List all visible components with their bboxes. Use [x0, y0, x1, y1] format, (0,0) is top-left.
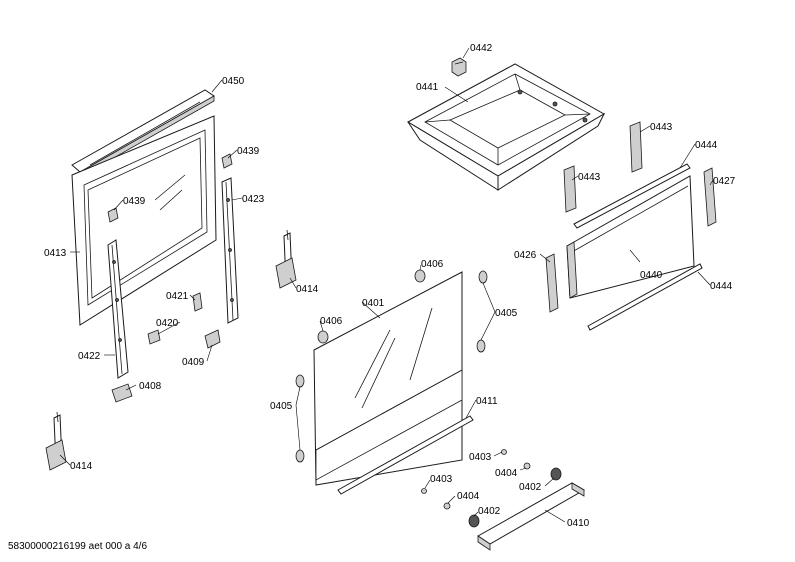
part-0405-spacer-r1[interactable]	[478, 270, 488, 284]
label-0410: 0410	[567, 518, 590, 529]
label-0409: 0409	[182, 357, 205, 368]
label-0450: 0450	[222, 76, 245, 87]
label-0427: 0427	[713, 176, 736, 187]
part-labels: 0442 0441 0450 0439 0439 0423 0413 0443 …	[44, 43, 736, 529]
label-0439-right: 0439	[237, 146, 260, 157]
part-0439-clip-right[interactable]	[221, 153, 233, 169]
label-0411: 0411	[476, 396, 498, 407]
label-0441: 0441	[416, 82, 439, 93]
part-0405-spacer-l1[interactable]	[295, 374, 305, 388]
part-0444-rod-upper[interactable]	[573, 163, 691, 229]
part-0422-left-rail[interactable]	[107, 239, 129, 379]
label-0401: 0401	[362, 298, 385, 309]
part-0442-clip[interactable]	[451, 57, 467, 77]
part-0401-door-glass[interactable]	[313, 271, 463, 486]
label-0402-lower: 0402	[478, 506, 501, 517]
part-0405-spacer-r2[interactable]	[476, 339, 486, 353]
label-0406-top: 0406	[421, 259, 444, 270]
part-0409-bracket[interactable]	[204, 329, 221, 349]
part-0420-bracket[interactable]	[147, 329, 161, 345]
part-0402-knob-upper[interactable]	[550, 467, 562, 481]
label-0421: 0421	[166, 291, 189, 302]
label-0439-inner: 0439	[123, 196, 146, 207]
label-0414-upper: 0414	[296, 284, 319, 295]
label-0420: 0420	[156, 318, 179, 329]
part-0421-bracket[interactable]	[192, 292, 203, 312]
label-0404-lower: 0404	[457, 491, 480, 502]
label-0414-lower: 0414	[70, 461, 93, 472]
label-0404-upper: 0404	[495, 468, 518, 479]
label-0402-upper: 0402	[519, 482, 542, 493]
part-0423-right-rail[interactable]	[221, 177, 239, 324]
label-0440: 0440	[640, 270, 663, 281]
part-0443-runner-lower[interactable]	[563, 165, 577, 213]
part-0404-washer-lower[interactable]	[443, 502, 451, 510]
part-0403-screw-lower[interactable]	[421, 488, 427, 494]
part-0406-bumper-left[interactable]	[317, 330, 329, 344]
label-0423: 0423	[242, 194, 265, 205]
part-0439-clip-inner[interactable]	[107, 207, 119, 223]
part-0414-hinge-upper[interactable]	[275, 229, 297, 289]
part-0402-knob-lower[interactable]	[468, 514, 480, 528]
label-0405-left: 0405	[270, 401, 293, 412]
part-0406-bumper-top[interactable]	[414, 269, 426, 283]
part-0441-tray[interactable]	[406, 63, 606, 191]
label-0408: 0408	[139, 381, 162, 392]
label-0405-right: 0405	[495, 308, 518, 319]
label-0406-left: 0406	[320, 316, 343, 327]
part-0426-end-cap[interactable]	[545, 253, 559, 313]
label-0422: 0422	[78, 351, 101, 362]
label-0413: 0413	[44, 248, 67, 259]
part-0408-bracket[interactable]	[111, 383, 133, 403]
part-0414-hinge-lower[interactable]	[45, 411, 67, 471]
label-0442: 0442	[470, 43, 493, 54]
part-0410-handle[interactable]	[477, 482, 585, 551]
label-0443-upper: 0443	[650, 122, 673, 133]
part-0440-drawer-front[interactable]	[566, 175, 695, 299]
label-0403-lower: 0403	[430, 474, 453, 485]
label-0444-upper: 0444	[695, 140, 718, 151]
part-0404-washer-upper[interactable]	[523, 462, 531, 470]
part-0427-end-cap[interactable]	[703, 167, 717, 227]
part-0403-screw-upper[interactable]	[501, 449, 507, 455]
part-0405-spacer-l2[interactable]	[295, 449, 305, 463]
document-id: 58300000216199 aet 000 a 4/6	[8, 541, 148, 552]
part-0413-inner-panel[interactable]	[71, 115, 217, 326]
leader-lines	[59, 47, 714, 523]
part-0411-seal-strip[interactable]	[337, 415, 474, 495]
label-0426: 0426	[514, 250, 537, 261]
label-0443-lower: 0443	[578, 172, 601, 183]
part-0443-runner-upper[interactable]	[629, 121, 643, 173]
part-0444-rod-lower[interactable]	[587, 263, 703, 331]
label-0444-lower: 0444	[710, 281, 733, 292]
label-0403-upper: 0403	[469, 452, 492, 463]
